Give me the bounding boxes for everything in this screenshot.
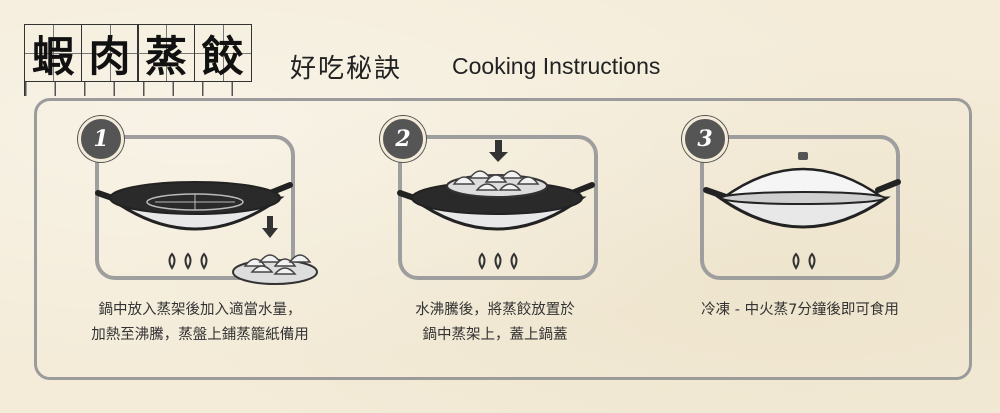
wok-lid-icon [719, 167, 887, 200]
step-2-badge: 2 [380, 116, 426, 162]
dumpling-icon [452, 170, 540, 191]
step-1-caption-line1: 鍋中放入蒸架後加入適當水量， [98, 302, 302, 318]
subtitle-english: Cooking Instructions [452, 53, 661, 79]
step-2-panel [398, 135, 598, 280]
step-3-caption-line1: 冷凍 - 中火蒸7分鐘後即可食用 [701, 302, 899, 318]
step-1-wok-illustration [95, 181, 318, 285]
wok-icon [715, 196, 891, 229]
step-1-panel [95, 135, 295, 280]
step-2-caption-line1: 水沸騰後，將蒸餃放置於 [415, 302, 575, 318]
flame-icon [478, 252, 518, 270]
step-1-caption-line2: 加熱至沸騰，蒸盤上鋪蒸籠紙備用 [91, 327, 309, 343]
down-arrow-icon [262, 216, 278, 238]
step-2-caption-line2: 鍋中蒸架上，蓋上鍋蓋 [422, 327, 568, 343]
subtitle-chinese: 好吃秘訣 [290, 54, 403, 84]
title-char: 蒸 [137, 24, 195, 82]
title-char: 肉 [80, 24, 139, 82]
step-2-caption: 水沸騰後，將蒸餃放置於 鍋中蒸架上，蓋上鍋蓋 [360, 298, 630, 348]
instructions-frame [34, 98, 972, 380]
step-3-badge: 3 [682, 116, 728, 162]
step-1-badge: 1 [78, 116, 124, 162]
step-2-wok-illustration [397, 140, 595, 270]
title-char: 餃 [193, 24, 252, 82]
lid-knob-icon [798, 152, 808, 160]
step-3-wok-illustration [703, 152, 901, 270]
flame-icon [168, 252, 208, 270]
step-3-caption: 冷凍 - 中火蒸7分鐘後即可食用 [655, 298, 945, 323]
title-grid-decoration [24, 82, 261, 96]
plate-icon [232, 259, 318, 285]
step-3-panel [700, 135, 900, 280]
title: 蝦 肉 蒸 餃 [24, 24, 252, 82]
dumpling-icon [243, 254, 312, 275]
down-arrow-icon [489, 140, 508, 162]
flame-icon [792, 252, 816, 270]
step-1-caption: 鍋中放入蒸架後加入適當水量， 加熱至沸騰，蒸盤上鋪蒸籠紙備用 [50, 298, 350, 348]
title-char: 蝦 [24, 24, 82, 82]
